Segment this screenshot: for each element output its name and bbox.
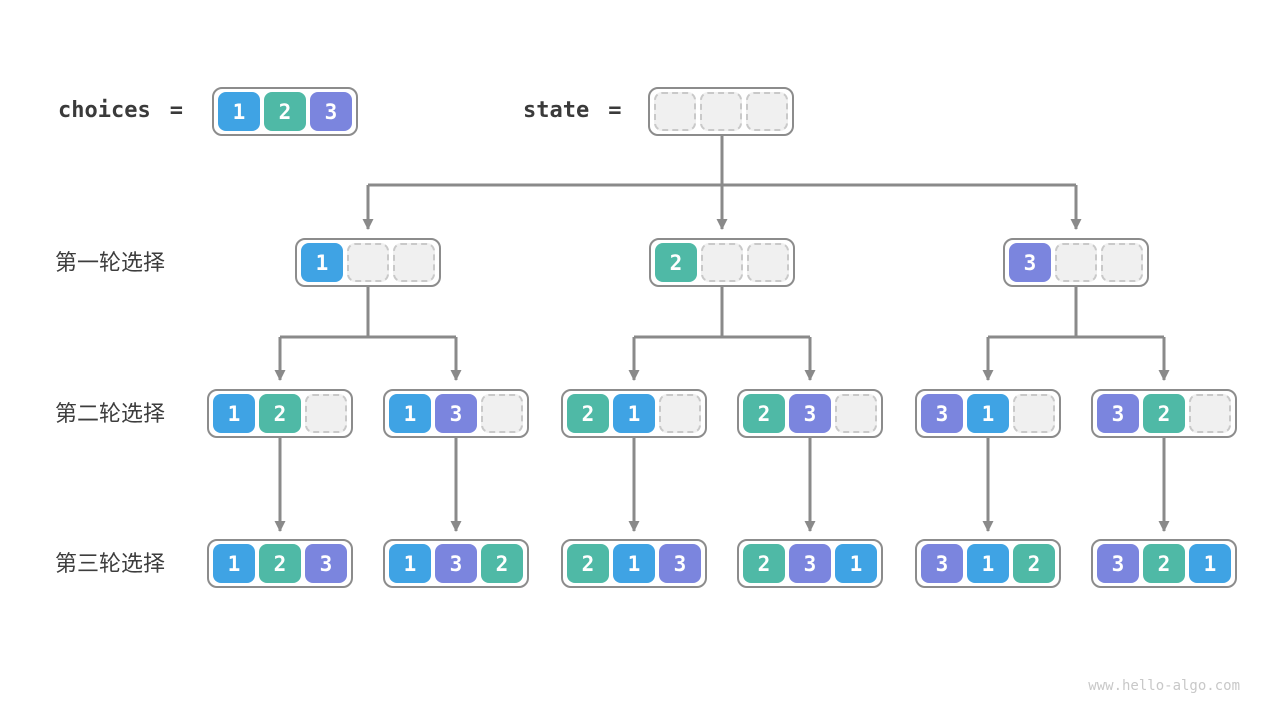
round1-state-box: 3 bbox=[1003, 238, 1149, 287]
choice-cell-2: 2 bbox=[259, 544, 301, 583]
empty-cell bbox=[481, 394, 523, 433]
empty-cell bbox=[1013, 394, 1055, 433]
choice-cell-2: 2 bbox=[1143, 394, 1185, 433]
choice-cell-3: 3 bbox=[659, 544, 701, 583]
choice-cell-2: 2 bbox=[743, 394, 785, 433]
empty-cell bbox=[747, 243, 789, 282]
state-label-group: state = bbox=[523, 97, 621, 125]
round1-state-box: 2 bbox=[649, 238, 795, 287]
choice-cell-3: 3 bbox=[310, 92, 352, 131]
state-equals-sign: = bbox=[608, 98, 622, 123]
state-label: state bbox=[523, 98, 590, 123]
row-label-round-1: 第一轮选择 bbox=[55, 250, 166, 275]
choice-cell-1: 1 bbox=[389, 544, 431, 583]
empty-cell bbox=[305, 394, 347, 433]
choice-cell-2: 2 bbox=[567, 544, 609, 583]
choice-cell-1: 1 bbox=[613, 544, 655, 583]
choice-cell-2: 2 bbox=[655, 243, 697, 282]
empty-cell bbox=[835, 394, 877, 433]
choice-cell-1: 1 bbox=[389, 394, 431, 433]
empty-cell bbox=[701, 243, 743, 282]
choice-cell-3: 3 bbox=[1097, 394, 1139, 433]
choice-cell-3: 3 bbox=[435, 394, 477, 433]
empty-cell bbox=[1189, 394, 1231, 433]
choice-cell-1: 1 bbox=[1189, 544, 1231, 583]
empty-cell bbox=[1101, 243, 1143, 282]
choice-cell-2: 2 bbox=[259, 394, 301, 433]
choice-cell-2: 2 bbox=[481, 544, 523, 583]
choice-cell-1: 1 bbox=[835, 544, 877, 583]
watermark: www.hello-algo.com bbox=[1088, 678, 1240, 694]
choice-cell-3: 3 bbox=[789, 544, 831, 583]
row-label-round-3: 第三轮选择 bbox=[55, 551, 166, 576]
choice-cell-2: 2 bbox=[743, 544, 785, 583]
choice-cell-1: 1 bbox=[218, 92, 260, 131]
empty-cell bbox=[654, 92, 696, 131]
choice-cell-1: 1 bbox=[213, 394, 255, 433]
empty-cell bbox=[1055, 243, 1097, 282]
choice-cell-1: 1 bbox=[213, 544, 255, 583]
row-label-round-2: 第二轮选择 bbox=[55, 401, 166, 426]
choice-cell-3: 3 bbox=[789, 394, 831, 433]
choice-cell-1: 1 bbox=[301, 243, 343, 282]
choices-equals-sign: = bbox=[169, 98, 183, 123]
choices-label: choices bbox=[58, 98, 151, 123]
choices-label-group: choices = bbox=[58, 97, 183, 125]
choice-cell-3: 3 bbox=[435, 544, 477, 583]
empty-cell bbox=[347, 243, 389, 282]
choice-cell-1: 1 bbox=[967, 394, 1009, 433]
empty-cell bbox=[393, 243, 435, 282]
choice-cell-2: 2 bbox=[567, 394, 609, 433]
empty-cell bbox=[746, 92, 788, 131]
choice-cell-3: 3 bbox=[305, 544, 347, 583]
choice-cell-1: 1 bbox=[613, 394, 655, 433]
empty-cell bbox=[700, 92, 742, 131]
choice-cell-3: 3 bbox=[1009, 243, 1051, 282]
choice-cell-3: 3 bbox=[921, 394, 963, 433]
choice-cell-3: 3 bbox=[1097, 544, 1139, 583]
empty-cell bbox=[659, 394, 701, 433]
choice-cell-2: 2 bbox=[1143, 544, 1185, 583]
choice-cell-2: 2 bbox=[264, 92, 306, 131]
choice-cell-2: 2 bbox=[1013, 544, 1055, 583]
choice-cell-3: 3 bbox=[921, 544, 963, 583]
round1-state-box: 1 bbox=[295, 238, 441, 287]
choice-cell-1: 1 bbox=[967, 544, 1009, 583]
state-array-box bbox=[648, 87, 794, 136]
